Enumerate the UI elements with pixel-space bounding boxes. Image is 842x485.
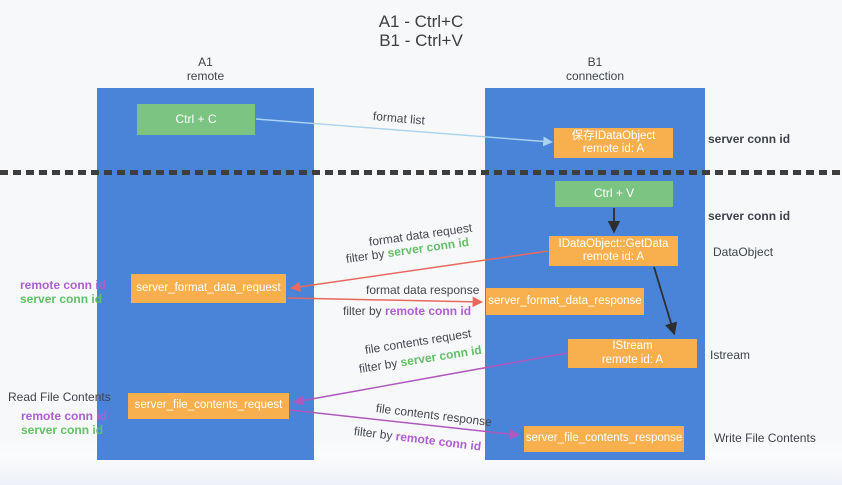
filter-by-text: filter by bbox=[353, 424, 394, 443]
node-file-request-label: server_file_contents_request bbox=[134, 399, 283, 412]
remote-conn-id-label: remote conn id bbox=[21, 409, 108, 423]
node-save-idataobject: 保存IDataObject remote id: A bbox=[554, 128, 673, 158]
title-line-2: B1 - Ctrl+V bbox=[379, 31, 463, 50]
column-header-a1: A1 remote bbox=[97, 55, 314, 83]
node-getdata-line2: remote id: A bbox=[582, 251, 645, 263]
title-line-1: A1 - Ctrl+C bbox=[378, 12, 464, 31]
node-ctrl-v: Ctrl + V bbox=[555, 181, 673, 207]
node-idataobject-getdata: IDataObject::GetData remote id: A bbox=[549, 236, 678, 266]
node-ctrl-c: Ctrl + C bbox=[137, 104, 255, 135]
node-server-format-data-request: server_format_data_request bbox=[131, 274, 286, 303]
node-save-idataobject-line2: remote id: A bbox=[582, 143, 645, 155]
filter-by-text: filter by bbox=[345, 246, 386, 266]
server-conn-id-label: server conn id bbox=[21, 422, 104, 437]
column-a1-name: A1 bbox=[198, 55, 213, 69]
annotation-server-conn-id-top: server conn id bbox=[708, 132, 791, 146]
column-a1-subtitle: remote bbox=[186, 69, 225, 83]
annotation-write-file-contents: Write File Contents bbox=[714, 431, 816, 445]
node-server-file-contents-request: server_file_contents_request bbox=[128, 393, 289, 419]
node-format-request-label: server_format_data_request bbox=[136, 281, 281, 294]
server-conn-id-label: server conn id bbox=[20, 291, 103, 306]
remote-conn-id-text: remote conn id bbox=[394, 429, 482, 454]
column-header-b1: B1 connection bbox=[485, 55, 705, 83]
column-b1-subtitle: connection bbox=[565, 69, 625, 83]
remote-conn-id-label: remote conn id bbox=[20, 278, 107, 292]
node-ctrl-c-label: Ctrl + C bbox=[175, 111, 217, 126]
filter-by-text: filter by bbox=[357, 356, 399, 376]
annotation-dataobject: DataObject bbox=[713, 245, 774, 259]
node-save-idataobject-line1: 保存IDataObject bbox=[571, 129, 656, 142]
edge-label-format-list: format list bbox=[372, 109, 426, 128]
annotation-left-conn-ids-top: remote conn id server conn id bbox=[20, 278, 107, 306]
column-b1-name: B1 bbox=[587, 55, 603, 69]
remote-conn-id-text: remote conn id bbox=[385, 304, 472, 318]
annotation-istream: Istream bbox=[710, 348, 751, 362]
annotation-read-file-contents: Read File Contents bbox=[8, 390, 111, 404]
edge-label-filter-by-remote-conn-id-2: filter by remote conn id bbox=[353, 424, 482, 454]
node-ctrl-v-label: Ctrl + V bbox=[593, 186, 635, 201]
node-istream-line1: IStream bbox=[612, 340, 653, 352]
filter-by-text: filter by bbox=[343, 304, 382, 318]
node-file-response-label: server_file_contents_response bbox=[525, 432, 683, 445]
annotation-left-conn-ids-bottom: remote conn id server conn id bbox=[21, 409, 108, 437]
diagram-title: A1 - Ctrl+C B1 - Ctrl+V bbox=[0, 12, 842, 50]
edge-label-filter-by-remote-conn-id-1: filter by remote conn id bbox=[343, 304, 471, 318]
node-istream: IStream remote id: A bbox=[568, 339, 697, 368]
node-istream-line2: remote id: A bbox=[601, 353, 664, 366]
dashed-divider bbox=[0, 170, 842, 175]
edge-label-file-contents-response: file contents response bbox=[375, 401, 493, 430]
node-server-file-contents-response: server_file_contents_response bbox=[524, 426, 684, 452]
edge-label-format-data-response: format data response bbox=[366, 283, 480, 297]
arrow-format-request-to-response bbox=[287, 296, 484, 308]
node-format-response-label: server_format_data_response bbox=[488, 294, 642, 307]
node-getdata-line1: IDataObject::GetData bbox=[558, 237, 669, 250]
node-server-format-data-response: server_format_data_response bbox=[486, 288, 644, 315]
annotation-server-conn-id-mid: server conn id bbox=[708, 209, 791, 223]
